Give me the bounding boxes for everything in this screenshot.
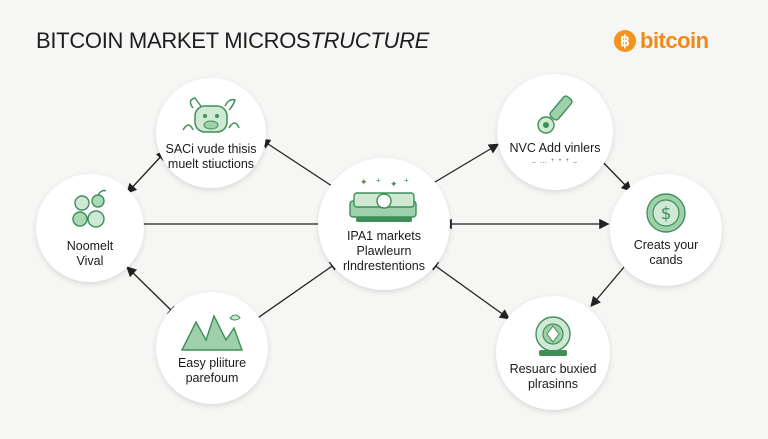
node-mid-right: $ Creats your cands xyxy=(610,174,722,286)
svg-text:+: + xyxy=(376,176,381,185)
node-bottom-right-line1: Resuarc buxied xyxy=(509,362,597,376)
bitcoin-wordmark: bitcoin xyxy=(640,28,709,53)
node-center-line1: IPA1 markets xyxy=(346,228,422,243)
node-bottom-left: Easy pliiture parefoum xyxy=(156,292,268,404)
plant-cluster-icon xyxy=(72,189,107,228)
brush-icon xyxy=(537,95,573,134)
node-mid-left-line2: Vival xyxy=(76,254,104,268)
node-mid-right-line2: cands xyxy=(649,253,683,267)
node-mid-left-line1: Noomelt xyxy=(66,239,114,253)
node-top-left-line2: muelt stiuctions xyxy=(167,157,255,171)
node-mid-right-line1: Creats your xyxy=(633,238,699,252)
node-bottom-right-line2: plrasinns xyxy=(527,377,578,391)
svg-text:+: + xyxy=(404,176,409,185)
svg-text:✦: ✦ xyxy=(360,177,368,187)
node-top-left-line1: SACi vude thisis xyxy=(165,142,257,156)
cow-icon xyxy=(182,97,240,133)
bitcoin-icon: ฿ xyxy=(614,30,636,52)
dollar-coin-icon: $ xyxy=(646,193,686,233)
node-mid-left: Noomelt Vival xyxy=(36,174,144,282)
node-bottom-right: Resuarc buxied plrasinns xyxy=(496,296,610,410)
node-center-line2: Plawleurn xyxy=(356,243,412,258)
node-center-line3: rlndrestentions xyxy=(343,258,425,273)
node-top-right-line1: NVC Add vinlers xyxy=(509,141,601,155)
page-title: BITCOIN MARKET MICROSTRUCTURE xyxy=(36,28,429,54)
medal-icon xyxy=(535,316,571,356)
node-center: ✦ + ✦ + IPA1 markets Plawleurn rlndreste… xyxy=(318,158,450,290)
arrow-midleft-bottomleft xyxy=(126,266,178,317)
mountain-icon xyxy=(180,314,243,351)
money-stack-icon: ✦ + ✦ + xyxy=(349,176,417,222)
title-main: BITCOIN MARKET MICROS xyxy=(36,28,311,53)
title-italic: TRUCTURE xyxy=(310,28,430,53)
bitcoin-logo: ฿ bitcoin xyxy=(614,28,709,54)
node-top-right-line2: ~ ⋯ ꜛ ꜛ ꜛ ~ xyxy=(531,160,579,167)
arrow-center-bottomright xyxy=(427,260,511,320)
node-bottom-left-line1: Easy pliiture xyxy=(177,356,247,370)
arrow-center-topright xyxy=(422,143,500,190)
arrow-topleft-midleft xyxy=(126,150,167,194)
arrow-bottomleft-center xyxy=(249,260,341,324)
svg-text:$: $ xyxy=(661,204,672,224)
node-top-left: SACi vude thisis muelt stiuctions xyxy=(156,78,266,188)
arrow-topleft-center xyxy=(259,138,341,192)
node-bottom-left-line2: parefoum xyxy=(185,371,239,385)
svg-text:✦: ✦ xyxy=(390,179,398,189)
node-top-right: NVC Add vinlers ~ ⋯ ꜛ ꜛ ꜛ ~ xyxy=(497,74,613,190)
